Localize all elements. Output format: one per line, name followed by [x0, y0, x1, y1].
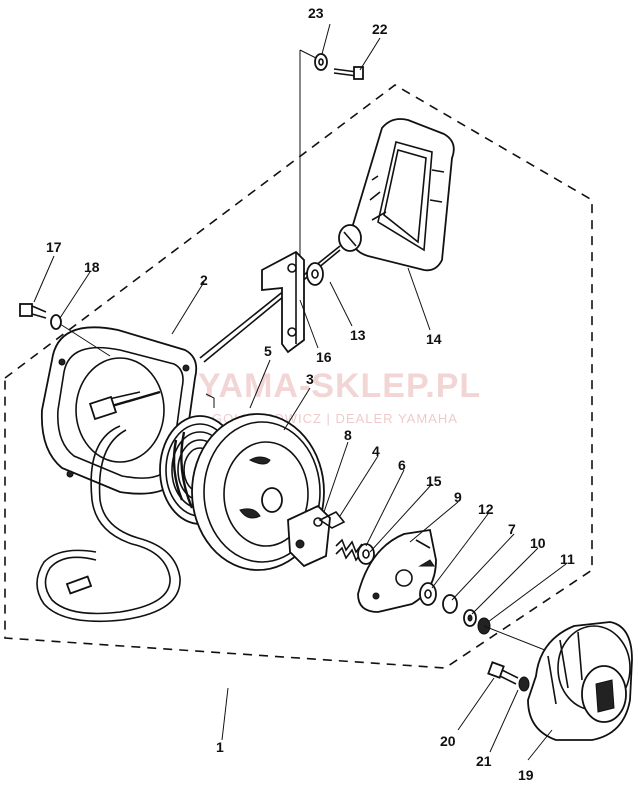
- starter-handle-14: [338, 118, 455, 272]
- friction-plate-9: [357, 528, 437, 613]
- bolt-22: [333, 66, 364, 80]
- starter-pulley-19: [527, 621, 633, 741]
- rope-guide-13: [306, 262, 324, 286]
- spring-6: [335, 538, 363, 562]
- washer-23: [314, 53, 328, 71]
- bolt-17: [19, 303, 47, 319]
- label-14: 14: [426, 331, 442, 347]
- label-12: 12: [478, 501, 494, 517]
- ratchet-pawl-4: [287, 504, 331, 568]
- washer-10: [463, 609, 477, 627]
- label-18: 18: [84, 259, 100, 275]
- leader-lines: [33, 23, 567, 761]
- label-3: 3: [306, 371, 314, 387]
- label-11: 11: [560, 551, 575, 567]
- label-5: 5: [264, 343, 272, 359]
- washer-18: [50, 314, 62, 330]
- assembly-boundary: [4, 84, 593, 669]
- washer-21: [518, 676, 530, 692]
- starter-case-2: [40, 326, 198, 495]
- pawl-spring-8: [318, 510, 346, 529]
- label-6: 6: [398, 457, 406, 473]
- label-8: 8: [344, 427, 352, 443]
- label-4: 4: [372, 443, 380, 459]
- bolt-20: [487, 661, 519, 685]
- label-21: 21: [476, 753, 492, 769]
- label-17: 17: [46, 239, 62, 255]
- washer-15: [357, 543, 375, 565]
- label-20: 20: [440, 733, 456, 749]
- label-22: 22: [372, 21, 388, 37]
- label-15: 15: [426, 473, 442, 489]
- rope-loop: [44, 425, 171, 615]
- starter-rope: [199, 245, 341, 359]
- callout-numbers: 23 22 17 18 2 5 3 8 4 6 15 9 12 7 10 11 …: [46, 5, 575, 783]
- label-13: 13: [350, 327, 366, 343]
- label-2: 2: [200, 272, 208, 288]
- rope-bracket-16: [261, 250, 305, 354]
- watermark-title: YAMA-SKLEP.PL: [198, 367, 481, 405]
- label-9: 9: [454, 489, 462, 505]
- label-19: 19: [518, 767, 534, 783]
- rope-end-knot: [65, 575, 93, 595]
- label-23: 23: [308, 5, 324, 21]
- label-16: 16: [316, 349, 332, 365]
- washer-12: [419, 582, 437, 606]
- label-10: 10: [530, 535, 546, 551]
- label-7: 7: [508, 521, 516, 537]
- spacer-7: [442, 594, 458, 614]
- label-1: 1: [216, 739, 224, 755]
